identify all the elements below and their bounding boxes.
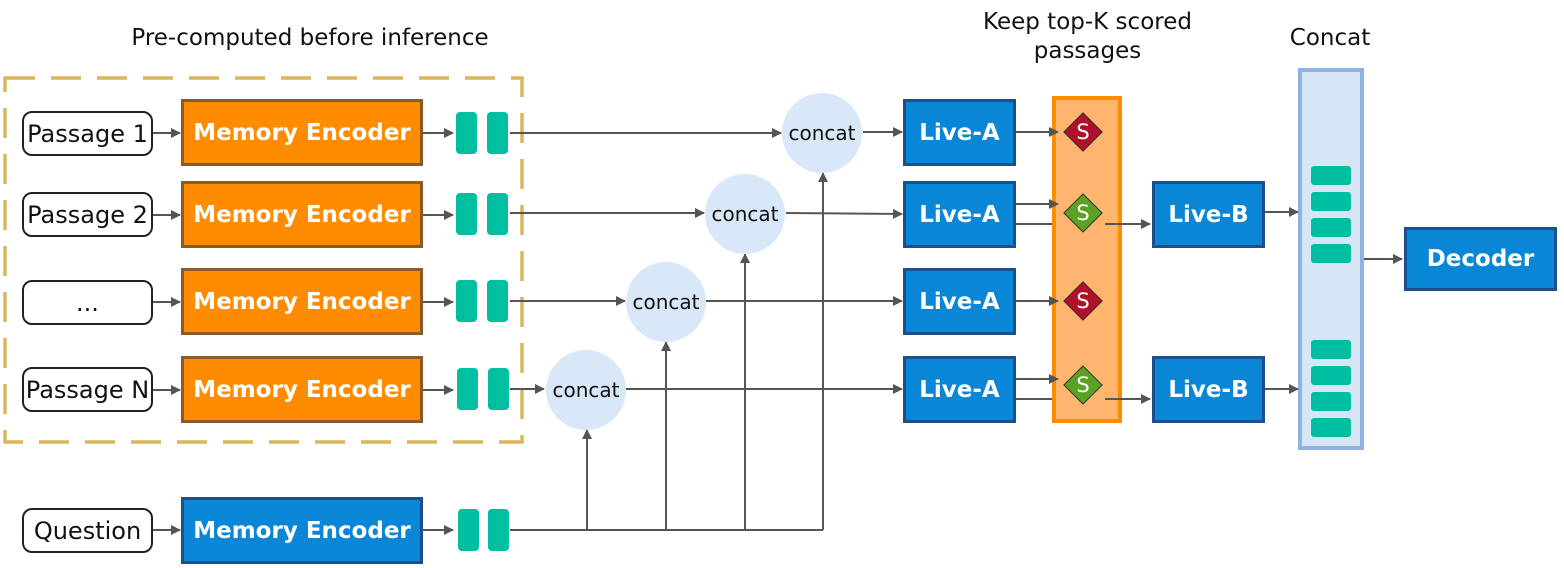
concat-node-3: concat xyxy=(626,262,706,342)
token xyxy=(1311,166,1351,185)
precomputed-region xyxy=(3,76,524,444)
score-label: S xyxy=(1076,289,1090,313)
passage-2-box: Passage 2 xyxy=(22,192,153,237)
live-b-block-1: Live-B xyxy=(1152,181,1265,248)
token xyxy=(1311,340,1351,359)
token xyxy=(1311,366,1351,385)
token xyxy=(1311,244,1351,263)
passage-1-box: Passage 1 xyxy=(22,111,153,156)
token xyxy=(1311,392,1351,411)
token xyxy=(487,112,508,154)
question-box: Question xyxy=(22,508,153,553)
token xyxy=(1311,218,1351,237)
token xyxy=(487,280,508,322)
memory-encoder-1: Memory Encoder xyxy=(181,99,423,166)
score-label: S xyxy=(1076,120,1090,144)
concat-node-1: concat xyxy=(782,93,862,173)
token xyxy=(1311,418,1351,437)
live-a-block-n: Live-A xyxy=(903,356,1016,423)
token xyxy=(488,368,509,410)
score-label: S xyxy=(1076,373,1090,397)
token xyxy=(456,112,477,154)
token xyxy=(488,509,509,551)
token xyxy=(456,280,477,322)
concat-node-2: concat xyxy=(705,174,785,254)
topk-caption: Keep top-K scored passages xyxy=(983,9,1192,64)
memory-encoder-2: Memory Encoder xyxy=(181,181,423,248)
live-a-block-3: Live-A xyxy=(903,268,1016,335)
score-label: S xyxy=(1076,201,1090,225)
decoder-block: Decoder xyxy=(1404,227,1557,291)
concat-caption: Concat xyxy=(1289,25,1371,51)
live-a-block-1: Live-A xyxy=(903,99,1016,166)
memory-encoder-n: Memory Encoder xyxy=(181,356,423,423)
memory-encoder-question: Memory Encoder xyxy=(181,497,423,564)
token xyxy=(458,509,479,551)
live-a-block-2: Live-A xyxy=(903,181,1016,248)
token xyxy=(487,193,508,235)
token xyxy=(1311,192,1351,211)
token xyxy=(456,193,477,235)
live-b-block-2: Live-B xyxy=(1152,356,1265,423)
token xyxy=(457,368,478,410)
concat-node-n: concat xyxy=(546,350,626,430)
precomputed-caption: Pre-computed before inference xyxy=(131,25,489,51)
topk-panel xyxy=(1052,96,1122,423)
memory-encoder-3: Memory Encoder xyxy=(181,268,423,335)
passage-n-box: Passage N xyxy=(22,367,153,412)
passage-ellipsis-box: ... xyxy=(22,280,153,325)
